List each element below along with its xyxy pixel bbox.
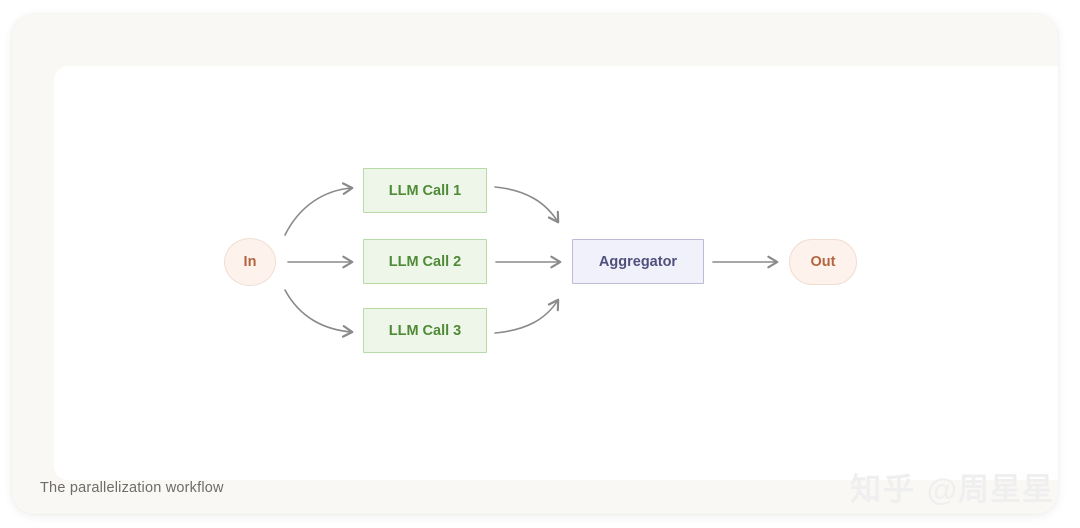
node-aggregator[interactable]: Aggregator bbox=[572, 239, 704, 284]
edge-llm1-to-aggregator bbox=[494, 186, 560, 224]
node-in[interactable]: In bbox=[224, 238, 276, 286]
diagram-canvas bbox=[54, 66, 1058, 480]
edge-llm3-to-aggregator bbox=[494, 298, 560, 334]
node-llm-call-2[interactable]: LLM Call 2 bbox=[363, 239, 487, 284]
watermark-handle: @周星星 bbox=[926, 472, 1054, 507]
watermark: 知乎 @周星星 bbox=[850, 464, 1054, 509]
watermark-site: 知乎 bbox=[850, 472, 917, 507]
node-out[interactable]: Out bbox=[789, 239, 857, 285]
node-llm-call-1[interactable]: LLM Call 1 bbox=[363, 168, 487, 213]
edge-in-to-llm3 bbox=[284, 289, 354, 338]
edge-in-to-llm1 bbox=[284, 182, 354, 236]
diagram-caption: The parallelization workflow bbox=[40, 480, 224, 496]
node-llm-call-3[interactable]: LLM Call 3 bbox=[363, 308, 487, 353]
diagram-card bbox=[12, 14, 1058, 514]
